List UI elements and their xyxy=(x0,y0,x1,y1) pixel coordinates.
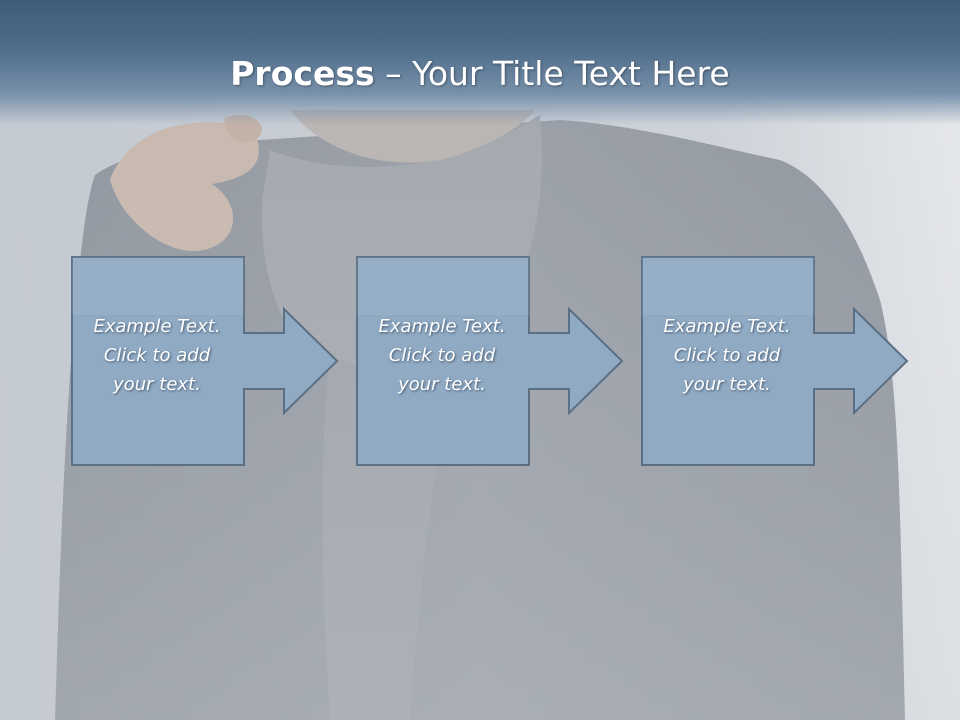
step-3-reflection xyxy=(641,256,815,317)
step-1-line-3: your text. xyxy=(113,374,201,395)
step-3-text[interactable]: Example Text. Click to add your text. xyxy=(641,312,813,399)
step-1-shape xyxy=(71,256,339,466)
step-3-line-2: Click to add xyxy=(673,345,781,366)
step-1-line-1: Example Text. xyxy=(93,316,221,337)
step-1-reflection xyxy=(71,256,245,317)
page-title[interactable]: Process – Your Title Text Here xyxy=(0,52,960,96)
step-2-reflection xyxy=(356,256,530,317)
step-2-line-1: Example Text. xyxy=(378,316,506,337)
step-3-line-1: Example Text. xyxy=(663,316,791,337)
step-3-shape xyxy=(641,256,909,466)
step-1-text[interactable]: Example Text. Click to add your text. xyxy=(71,312,243,399)
step-2-line-2: Click to add xyxy=(388,345,496,366)
step-2-text[interactable]: Example Text. Click to add your text. xyxy=(356,312,528,399)
process-step-2[interactable]: Example Text. Click to add your text. xyxy=(356,256,696,471)
title-bold: Process xyxy=(230,54,375,93)
step-2-line-3: your text. xyxy=(398,374,486,395)
process-step-1[interactable]: Example Text. Click to add your text. xyxy=(71,256,411,471)
title-rest: Your Title Text Here xyxy=(412,54,730,93)
title-dash: – xyxy=(374,54,413,93)
step-2-shape xyxy=(356,256,624,466)
step-3-line-3: your text. xyxy=(683,374,771,395)
process-step-3[interactable]: Example Text. Click to add your text. xyxy=(641,256,960,471)
title-band xyxy=(0,0,960,125)
step-1-line-2: Click to add xyxy=(103,345,211,366)
